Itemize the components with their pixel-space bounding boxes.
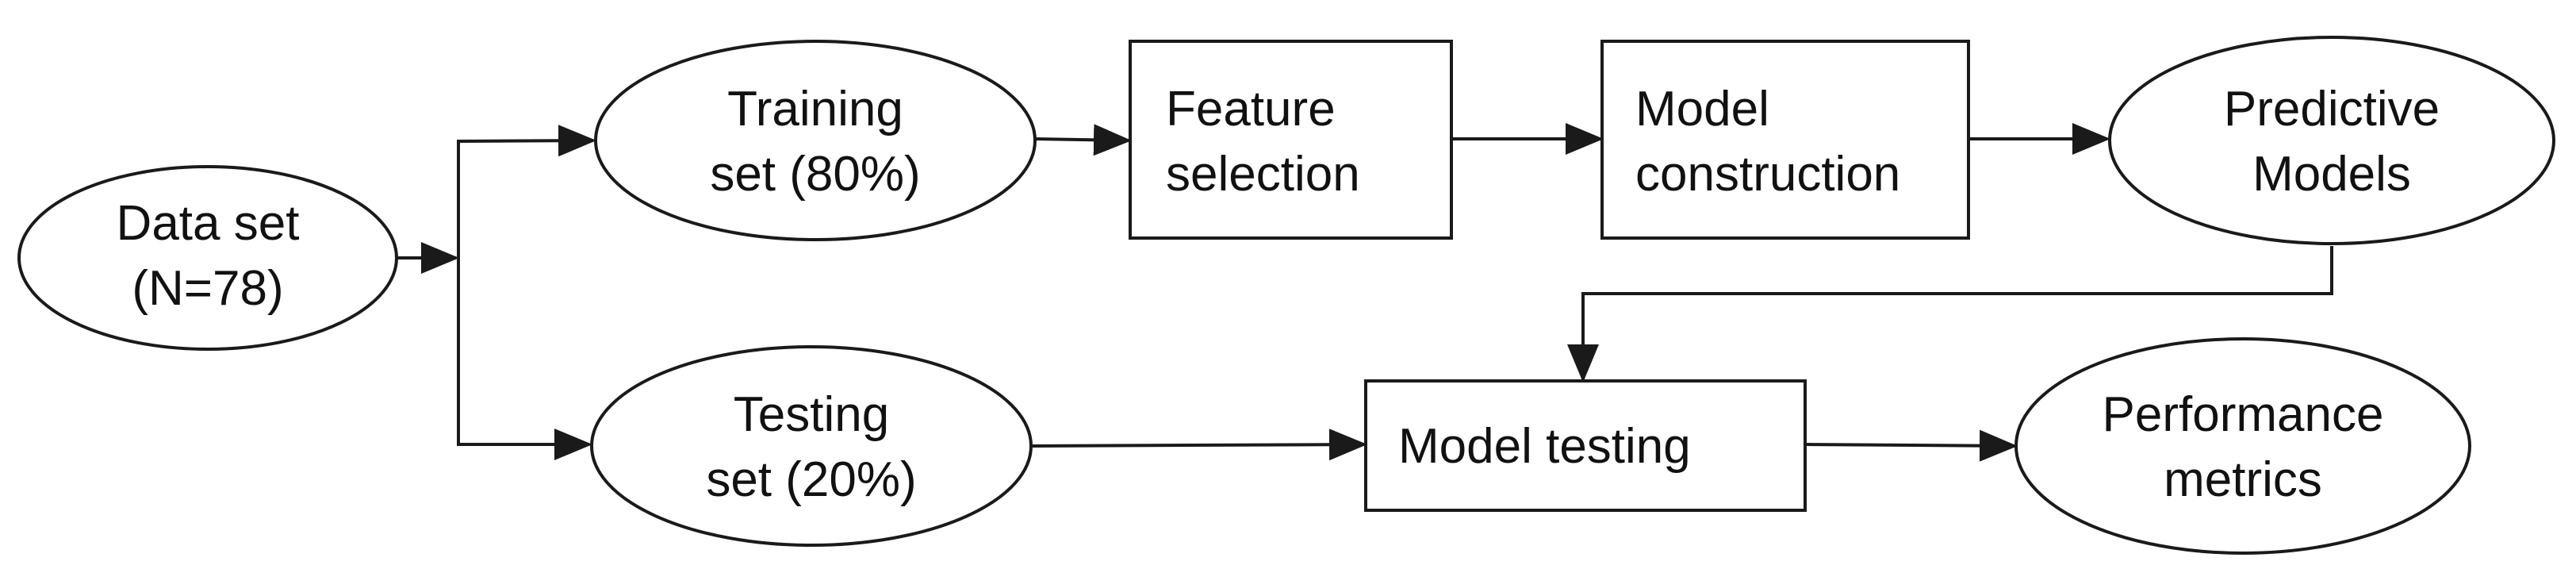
edge-data-set-to-training-set <box>457 125 596 444</box>
model-construction-label-line-1: Model <box>1635 82 1769 136</box>
model-construction-box <box>1600 40 1970 240</box>
node-performance-metrics: Performance metrics <box>2014 337 2471 555</box>
model-testing-label: Model testing <box>1398 419 1691 474</box>
node-predictive-models: Predictive Models <box>2108 36 2555 245</box>
edge-training-set-to-feature-selection <box>1034 124 1132 156</box>
feature-selection-label-line-1: Feature <box>1166 82 1336 136</box>
feature-selection-box <box>1129 40 1453 240</box>
training-set-label-line-2: set (80%) <box>710 147 920 202</box>
node-feature-selection: Feature selection <box>1129 40 1453 240</box>
edge-model-testing-to-performance-metrics <box>1804 429 2018 462</box>
data-set-label-line-1: Data set <box>117 196 300 251</box>
performance-metrics-label-line-1: Performance <box>2103 387 2384 442</box>
testing-set-label-line-1: Testing <box>734 387 889 442</box>
testing-set-label-line-2: set (20%) <box>706 452 916 507</box>
predictive-models-ellipse <box>2108 36 2555 245</box>
edge-predictive-models-to-model-testing <box>1567 246 2333 383</box>
predictive-models-label-line-1: Predictive <box>2224 82 2440 136</box>
model-construction-label-line-2: construction <box>1635 147 1900 202</box>
node-testing-set: Testing set (20%) <box>590 345 1033 547</box>
node-model-testing: Model testing <box>1364 379 1807 512</box>
training-set-ellipse <box>594 40 1037 241</box>
edge-data-set-to-testing-set <box>457 258 592 460</box>
data-set-ellipse <box>17 165 398 351</box>
testing-set-ellipse <box>590 345 1033 547</box>
node-model-construction: Model construction <box>1600 40 1970 240</box>
model-testing-box <box>1364 379 1807 512</box>
feature-selection-label-line-2: selection <box>1166 147 1360 202</box>
predictive-models-label-line-2: Models <box>2252 147 2411 202</box>
performance-metrics-ellipse <box>2014 337 2471 555</box>
connectors <box>397 123 2333 462</box>
training-set-label-line-1: Training <box>727 82 903 136</box>
data-set-label-line-2: (N=78) <box>132 261 283 316</box>
node-training-set: Training set (80%) <box>594 40 1037 241</box>
node-data-set: Data set (N=78) <box>17 165 398 351</box>
edge-testing-set-to-model-testing <box>1030 429 1367 461</box>
performance-metrics-label-line-2: metrics <box>2164 452 2322 507</box>
